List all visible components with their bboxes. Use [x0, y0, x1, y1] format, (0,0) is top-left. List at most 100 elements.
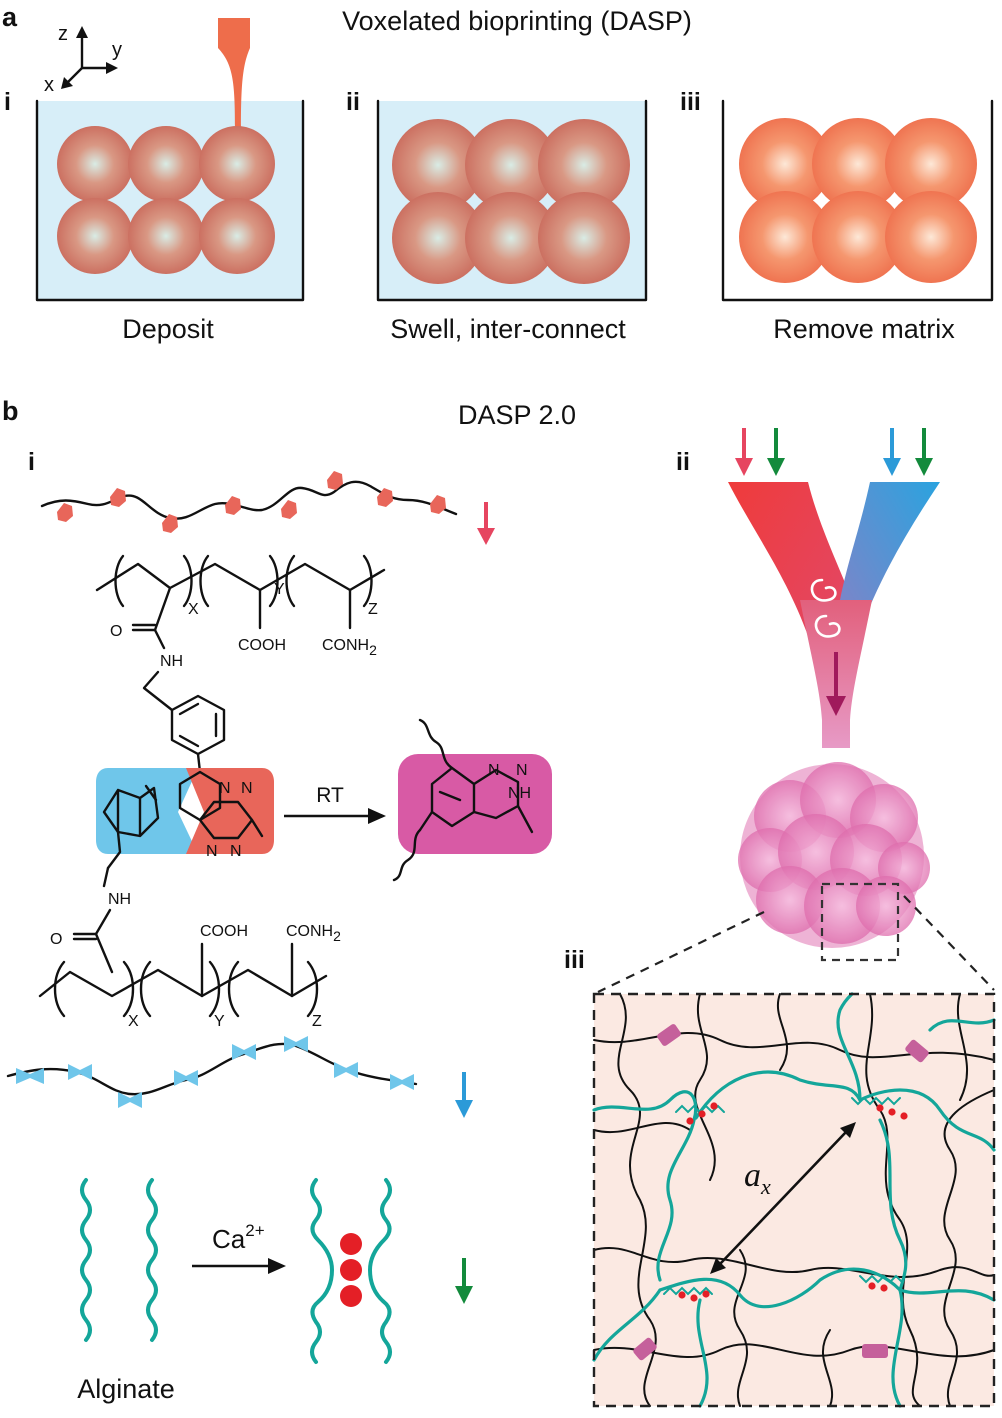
- calcium-ion: [876, 1104, 884, 1112]
- calcium-ion: [900, 1112, 908, 1120]
- voxel-bead: [885, 118, 977, 210]
- tetrazine-group: [281, 500, 297, 519]
- voxel-bead: [812, 118, 904, 210]
- step-i-caption: Deposit: [122, 314, 214, 344]
- y-junction-nozzle: [728, 428, 940, 748]
- panel-a-label: a: [2, 2, 18, 32]
- panel-b-label: b: [2, 396, 19, 426]
- norbornene-polymer-structure: NH O X Y Z COOH CONH2: [38, 866, 341, 1030]
- norbornene-group: [118, 1092, 142, 1108]
- green-input-arrow: [767, 458, 785, 476]
- container: [721, 99, 994, 302]
- blue-input-arrow: [883, 458, 901, 476]
- panel-b-sub-i: i: [28, 448, 35, 476]
- tetrazine-group: [377, 488, 393, 507]
- green-input-arrow: [915, 458, 933, 476]
- voxel-bead: [739, 191, 831, 283]
- norbornene-polymer-chain: [6, 1036, 418, 1108]
- axis-z-label: z: [58, 23, 68, 45]
- calcium-ion: [698, 1110, 706, 1118]
- norbornene-group: [174, 1070, 198, 1086]
- carbonyl-o-label-lower: O: [50, 931, 62, 948]
- tetrazine-n: N: [230, 843, 242, 860]
- axis-y-label: y: [112, 39, 122, 61]
- product-n: N: [488, 762, 500, 779]
- calcium-arrow: Ca2+: [192, 1221, 286, 1274]
- panel-a: a Voxelated bioprinting (DASP) z y x i: [2, 2, 994, 344]
- tetrazine-highlight: N N N N: [178, 768, 274, 860]
- norbornene-group: [232, 1044, 256, 1060]
- red-input-arrow: [735, 458, 753, 476]
- tetrazine-group: [327, 471, 343, 490]
- tetrazine-group: [110, 488, 126, 507]
- step-i-numeral: i: [4, 88, 11, 116]
- panel-b: b DASP 2.0 i ii iii: [2, 396, 996, 1408]
- repeat-x-label: X: [188, 601, 199, 618]
- click-crosslink: [657, 1024, 681, 1046]
- panel-b-sub-ii: ii: [676, 448, 690, 476]
- container: [376, 99, 648, 302]
- voxel-bead: [812, 191, 904, 283]
- tetrazine-group: [162, 514, 178, 533]
- mesh-frame: [592, 992, 996, 1408]
- alginate-crosslinked: [310, 1178, 392, 1364]
- voxel-bead: [128, 126, 204, 202]
- amide-nh-label: NH: [160, 653, 183, 670]
- blue-arrow-indicator: [455, 1072, 473, 1118]
- step-ii-swell: ii Swell, inter-connect: [346, 88, 648, 344]
- tetrazine-n: N: [219, 780, 231, 797]
- axes-indicator: z y x: [44, 23, 122, 96]
- network-mesh: ax: [592, 992, 996, 1408]
- click-crosslink: [905, 1039, 929, 1063]
- voxel-bead: [199, 198, 275, 274]
- calcium-ion: [340, 1259, 362, 1281]
- click-product: N N NH: [392, 718, 552, 882]
- voxel-bead: [57, 198, 133, 274]
- reaction-arrow-rt: RT: [284, 784, 386, 824]
- voxel-bead: [392, 119, 484, 211]
- voxel-bead: [465, 192, 557, 284]
- calcium-label: Ca2+: [212, 1221, 265, 1254]
- norbornene-group: [284, 1036, 308, 1052]
- panel-b-sub-iii: iii: [564, 946, 585, 974]
- alginate-label: Alginate: [77, 1374, 175, 1404]
- voxel-bead: [392, 192, 484, 284]
- click-crosslink: [862, 1344, 888, 1358]
- red-arrow-indicator: [477, 502, 495, 545]
- norbornene-group: [390, 1074, 414, 1090]
- norbornene-group: [334, 1062, 358, 1078]
- product-nh: NH: [508, 785, 531, 802]
- calcium-ion: [340, 1233, 362, 1255]
- calcium-ion: [340, 1285, 362, 1307]
- norbornene-group: [16, 1068, 44, 1084]
- step-iii-caption: Remove matrix: [773, 314, 955, 344]
- tetrazine-group: [225, 496, 241, 515]
- calcium-ion: [880, 1284, 888, 1292]
- voxel-bead: [199, 126, 275, 202]
- calcium-ion: [678, 1291, 686, 1299]
- repeat-y-label-lower: Y: [214, 1013, 225, 1030]
- conh2-label: CONH2: [322, 637, 377, 658]
- tetrazine-n: N: [241, 780, 253, 797]
- voxel-bead: [885, 191, 977, 283]
- tetrazine-group: [57, 503, 73, 522]
- printed-voxel-cluster: [738, 762, 930, 962]
- step-iii-remove: iii Remove matrix: [680, 88, 994, 344]
- repeat-z-label: Z: [368, 601, 378, 618]
- calcium-ion: [702, 1290, 710, 1298]
- tetrazine-n: N: [206, 843, 218, 860]
- repeat-z-label-lower: Z: [312, 1013, 322, 1030]
- step-ii-caption: Swell, inter-connect: [390, 314, 626, 344]
- tetrazine-group: [430, 495, 446, 514]
- alginate-chains: Alginate: [77, 1178, 175, 1404]
- repeat-x-label-lower: X: [128, 1013, 139, 1030]
- calcium-ion: [868, 1282, 876, 1290]
- zoom-region-box: [820, 882, 900, 962]
- panel-a-title: Voxelated bioprinting (DASP): [342, 6, 692, 36]
- calcium-ion: [710, 1102, 718, 1110]
- calcium-ion: [686, 1117, 694, 1125]
- tetrazine-polymer-chain: [40, 471, 458, 533]
- rt-label: RT: [316, 784, 344, 807]
- step-ii-numeral: ii: [346, 88, 360, 116]
